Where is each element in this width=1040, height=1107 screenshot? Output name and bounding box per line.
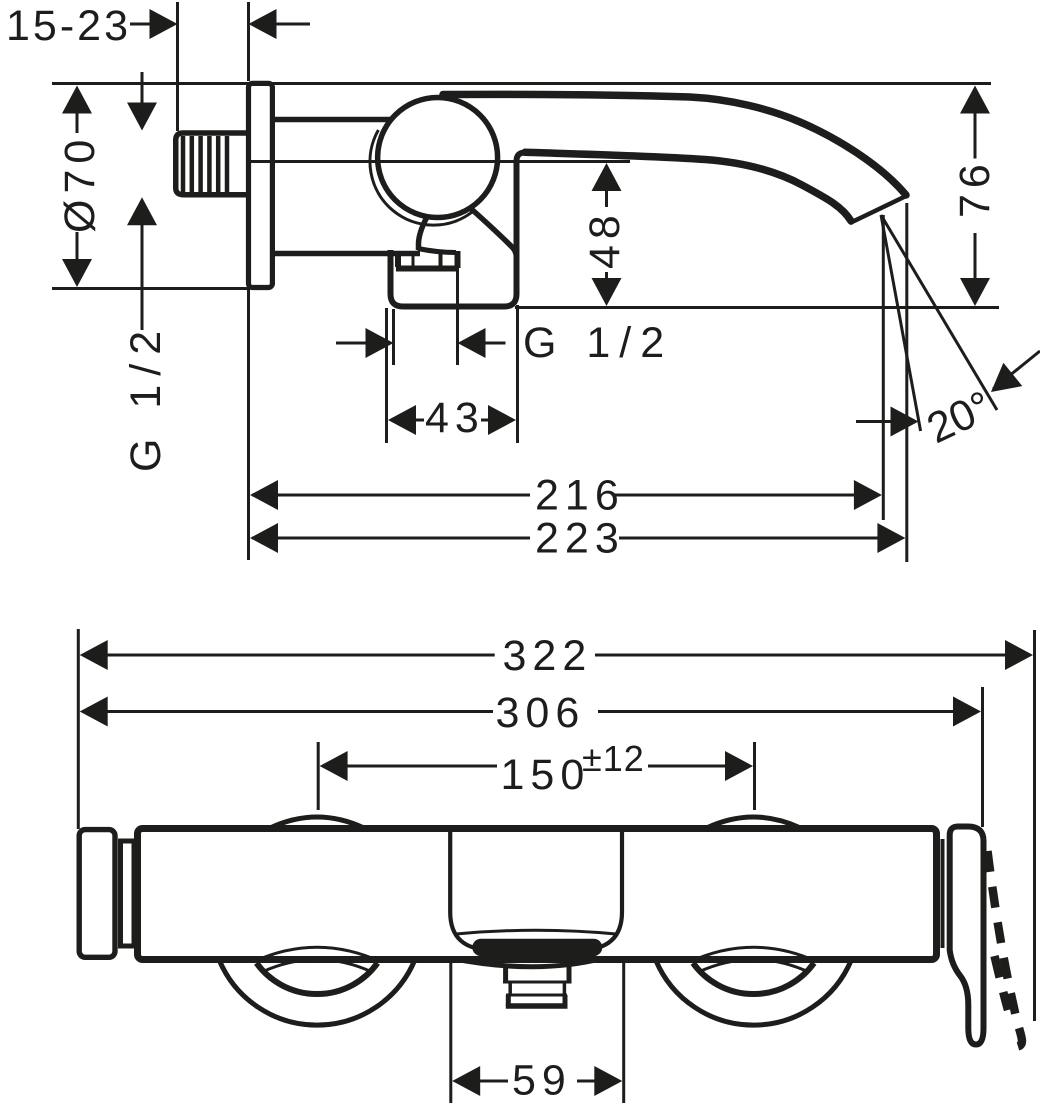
svg-text:15-23: 15-23 bbox=[6, 2, 131, 50]
svg-text:59: 59 bbox=[512, 1057, 572, 1105]
svg-text:G 1/2: G 1/2 bbox=[122, 322, 170, 472]
svg-text:76: 76 bbox=[951, 158, 999, 218]
svg-text:±12: ±12 bbox=[582, 738, 645, 779]
svg-text:150: 150 bbox=[501, 751, 591, 799]
svg-text:Ø70: Ø70 bbox=[56, 134, 104, 233]
svg-text:223: 223 bbox=[535, 515, 625, 563]
svg-text:48: 48 bbox=[581, 209, 629, 269]
svg-text:322: 322 bbox=[503, 632, 593, 680]
svg-text:216: 216 bbox=[535, 472, 625, 520]
svg-text:G 1/2: G 1/2 bbox=[523, 319, 673, 367]
svg-text:306: 306 bbox=[496, 689, 586, 737]
svg-text:43: 43 bbox=[425, 394, 485, 442]
